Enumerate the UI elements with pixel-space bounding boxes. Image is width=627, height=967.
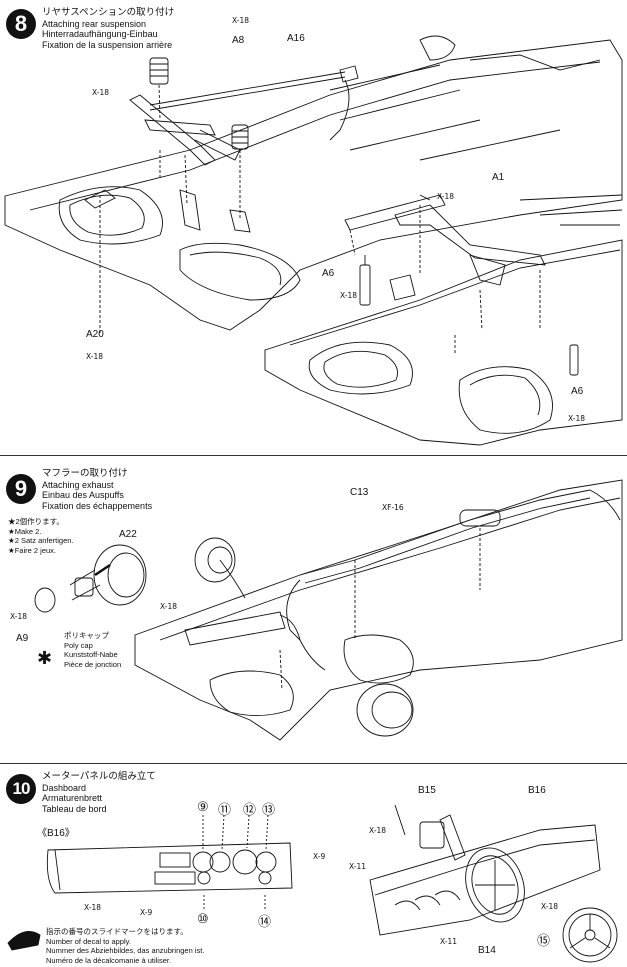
title-de: Armaturenbrett bbox=[42, 793, 103, 803]
part-label: B14 bbox=[478, 945, 496, 956]
title-en: Attaching rear suspension bbox=[42, 18, 147, 29]
footer-en: Number of decal to apply. bbox=[46, 936, 131, 946]
screw-label: X-18 bbox=[340, 291, 358, 300]
screw-label: X-9 bbox=[140, 908, 153, 917]
make-note-jp: ★2個作ります。 bbox=[8, 517, 64, 526]
decal-number: ⑪ bbox=[218, 802, 232, 817]
title-fr: Tableau de bord bbox=[42, 803, 107, 814]
part-label: B16 bbox=[528, 785, 546, 796]
rear-chassis-illustration bbox=[4, 35, 623, 335]
screw-label: X-18 bbox=[10, 612, 28, 621]
part-label: A22 bbox=[119, 529, 137, 540]
screw-label: X-18 bbox=[369, 826, 387, 835]
footer-jp: 指示の番号のスライドマークをはります。 bbox=[46, 927, 188, 936]
polycap-jp: ポリキャップ bbox=[64, 631, 109, 640]
screw-label: X-9 bbox=[313, 852, 326, 861]
paint-label: XF-16 bbox=[382, 503, 404, 512]
title-jp: メーターパネルの組み立て bbox=[42, 771, 156, 782]
sub-assembly-label: 《B16》 bbox=[37, 828, 75, 839]
decal-number: ⑮ bbox=[537, 933, 551, 948]
title-jp: リヤサスペンションの取り付け bbox=[42, 7, 175, 18]
make-note-de: ★2 Satz anfertigen. bbox=[8, 536, 74, 545]
section-divider bbox=[0, 455, 627, 456]
polycap-de: Kunststoff-Nabe bbox=[64, 650, 118, 659]
title-de: Hinterradaufhängung-Einbau bbox=[42, 29, 158, 39]
polycap-note: ポリキャップ Poly cap Kunststoff-Nabe Pièce de… bbox=[64, 631, 121, 669]
front-chassis-illustration bbox=[264, 194, 623, 446]
title-en: Attaching exhaust bbox=[42, 479, 114, 490]
exhaust-illustration bbox=[34, 479, 623, 741]
screw-label: X-18 bbox=[92, 88, 110, 97]
decal-number: ⑫ bbox=[243, 802, 257, 817]
decal-footer-note: 指示の番号のスライドマークをはります。 Number of decal to a… bbox=[46, 927, 204, 965]
step-title: リヤサスペンションの取り付け Attaching rear suspension… bbox=[42, 7, 175, 50]
dashboard-illustration bbox=[7, 804, 618, 963]
part-label: C13 bbox=[350, 487, 369, 498]
step-number-badge: 9 bbox=[6, 474, 36, 504]
part-label: A20 bbox=[86, 329, 104, 340]
decal-number: ⑬ bbox=[262, 802, 276, 817]
title-jp: マフラーの取り付け bbox=[42, 468, 128, 479]
decal-number: ⑩ bbox=[197, 911, 209, 926]
title-fr: Fixation de la suspension arrière bbox=[42, 39, 173, 50]
screw-label: X-18 bbox=[84, 903, 102, 912]
step-title: メーターパネルの組み立て Dashboard Armaturenbrett Ta… bbox=[42, 771, 156, 814]
part-label: B15 bbox=[418, 785, 436, 796]
make-note-fr: ★Faire 2 jeux. bbox=[8, 545, 56, 555]
part-label: A6 bbox=[571, 386, 584, 397]
step-number-badge: 8 bbox=[6, 9, 36, 39]
footer-de: Nummer des Abziehbildes, das anzubringen… bbox=[46, 946, 205, 955]
step-number-badge: 10 bbox=[6, 774, 36, 804]
polycap-fr: Pièce de jonction bbox=[64, 659, 122, 669]
part-label: A9 bbox=[16, 633, 29, 644]
part-label: A6 bbox=[322, 268, 335, 279]
title-fr: Fixation des échappements bbox=[42, 500, 153, 511]
decal-number: ⑭ bbox=[258, 914, 272, 929]
step-title: マフラーの取り付け Attaching exhaust Einbau des A… bbox=[42, 468, 153, 511]
screw-label: X-18 bbox=[568, 414, 586, 423]
screw-label: X-18 bbox=[541, 902, 559, 911]
part-label: A8 bbox=[232, 35, 245, 46]
title-en: Dashboard bbox=[42, 782, 87, 793]
decal-number: ⑨ bbox=[197, 799, 209, 814]
make-note-en: ★Make 2. bbox=[8, 526, 42, 536]
part-label: A1 bbox=[492, 172, 505, 183]
title-de: Einbau des Auspuffs bbox=[42, 490, 124, 500]
make-note: ★2個作ります。 ★Make 2. ★2 Satz anfertigen. ★F… bbox=[8, 517, 74, 555]
screw-label: X-11 bbox=[349, 862, 367, 871]
section-divider bbox=[0, 763, 627, 764]
polycap-icon: ✱ bbox=[37, 648, 53, 668]
screw-label: X-18 bbox=[160, 602, 178, 611]
screw-label: X-18 bbox=[437, 192, 455, 201]
screw-label: X-18 bbox=[86, 352, 104, 361]
screw-label: X-11 bbox=[440, 937, 458, 946]
screw-label: X-18 bbox=[232, 16, 250, 25]
part-label: A16 bbox=[287, 33, 305, 44]
footer-fr: Numéro de la décalcomanie à utiliser. bbox=[46, 955, 172, 965]
polycap-en: Poly cap bbox=[64, 640, 93, 650]
